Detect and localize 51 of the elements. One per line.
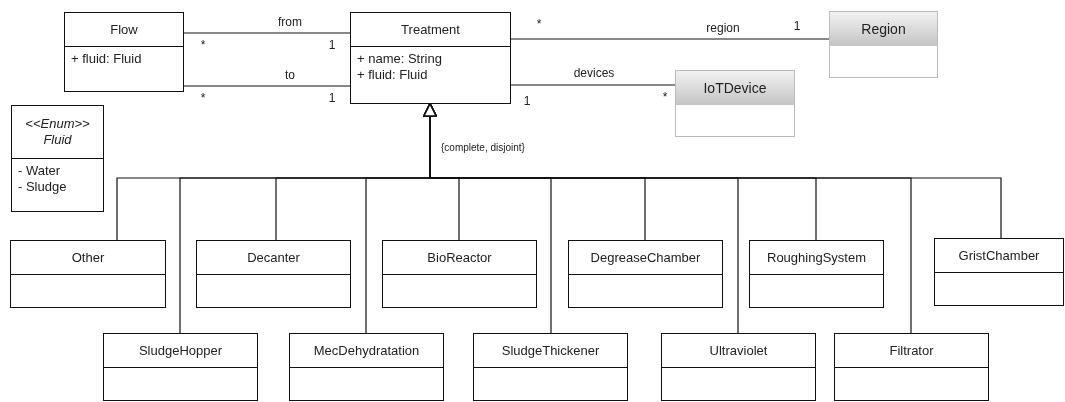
edge-label: from bbox=[277, 15, 303, 29]
class-box bbox=[834, 333, 989, 401]
association-line bbox=[183, 85, 351, 87]
attribute-text: + fluid: Fluid bbox=[357, 67, 429, 83]
class-name: Region bbox=[861, 21, 906, 37]
class-name: Flow bbox=[110, 21, 138, 38]
class-box bbox=[473, 333, 628, 401]
class-name: Treatment bbox=[401, 21, 460, 38]
attribute-text: + fluid: Fluid bbox=[71, 51, 143, 67]
class-name: SludgeThickener bbox=[501, 342, 600, 359]
class-box bbox=[350, 12, 511, 104]
class-box bbox=[382, 240, 537, 308]
class-box bbox=[196, 240, 351, 308]
class-box bbox=[289, 333, 444, 401]
class-name: IoTDevice bbox=[703, 80, 767, 96]
multiplicity-label: 1 bbox=[792, 19, 802, 33]
edge-label: devices bbox=[572, 66, 616, 80]
class-name: RoughingSystem bbox=[767, 249, 866, 266]
class-name: SludgeHopper bbox=[138, 342, 223, 359]
stereotype-text: <<Enum>> bbox=[25, 116, 90, 132]
class-name: MecDehydratation bbox=[313, 342, 420, 359]
class-box bbox=[934, 238, 1064, 306]
class-box bbox=[103, 333, 258, 401]
edge-label: region bbox=[705, 21, 741, 35]
class-box bbox=[64, 12, 184, 92]
multiplicity-label: 1 bbox=[327, 38, 337, 52]
multiplicity-label: 1 bbox=[327, 91, 337, 105]
attribute-text: + name: String bbox=[357, 51, 443, 67]
enum-value: - Sludge bbox=[18, 179, 68, 195]
multiplicity-label: 1 bbox=[522, 94, 532, 108]
class-name: Decanter bbox=[247, 249, 300, 266]
class-name: GristChamber bbox=[958, 247, 1040, 264]
generalization-arrow bbox=[423, 103, 1002, 239]
class-name: Other bbox=[71, 249, 105, 266]
class-name: Filtrator bbox=[889, 342, 934, 359]
class-box bbox=[10, 240, 166, 308]
enum-value: - Water bbox=[18, 163, 62, 179]
class-box bbox=[749, 240, 884, 308]
class-box bbox=[661, 333, 816, 401]
class-name: BioReactor bbox=[427, 249, 492, 266]
edge-label: to bbox=[284, 68, 296, 82]
class-box bbox=[568, 240, 723, 308]
association-line bbox=[510, 38, 830, 40]
class-name: Ultraviolet bbox=[709, 342, 768, 359]
class-name: Fluid bbox=[43, 132, 72, 148]
class-box bbox=[11, 105, 104, 212]
constraint-label: {complete, disjoint} bbox=[440, 141, 526, 155]
class-name: DegreaseChamber bbox=[590, 249, 701, 266]
class-box bbox=[829, 11, 938, 78]
association-line bbox=[183, 32, 351, 34]
class-box bbox=[675, 70, 795, 137]
